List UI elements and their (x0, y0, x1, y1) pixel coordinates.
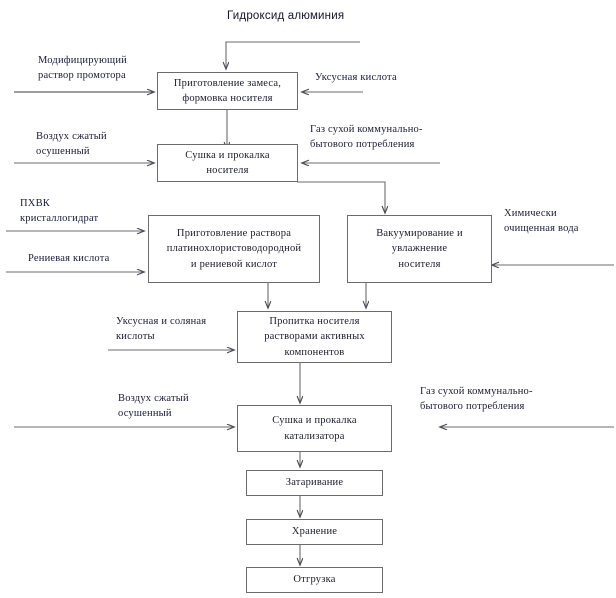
io-label-air-2: Воздух сжатый осушенный (118, 392, 189, 422)
node-ship[interactable]: Отгрузка (246, 567, 383, 593)
io-label-acetic-acid-line-0: Уксусная кислота (315, 72, 397, 83)
node-vacuum-line-0: Вакуумирование и (376, 228, 463, 240)
io-label-rhenic-acid: Рениевая кислота (28, 252, 110, 267)
node-dry2-line-0: Сушка и прокалка (272, 415, 357, 427)
node-mix-line-0: Приготовление замеса, (173, 77, 282, 89)
io-label-purified-water-line-1: очищенная вода (504, 222, 579, 234)
node-store-line-0: Хранение (291, 526, 338, 538)
node-dry1-line-1: носителя (206, 165, 249, 176)
io-label-phvk-line-0: ПХВК (20, 198, 50, 209)
node-impregnate-line-0: Пропитка носителя (269, 316, 360, 328)
io-label-gas-1: Газ сухой коммунально- бытового потребле… (310, 123, 423, 153)
io-label-gas-2-line-1: бытового потребления (420, 400, 525, 412)
node-mix-line-1: формовка носителя (182, 93, 273, 104)
node-mix[interactable]: Приготовление замеса, формовка носителя (157, 72, 298, 110)
io-label-acetic-acid: Уксусная кислота (315, 71, 397, 86)
node-impregnate[interactable]: Пропитка носителя растворами активных ко… (237, 311, 392, 363)
node-vacuum[interactable]: Вакуумирование и увлажнение носителя (347, 215, 492, 283)
node-pack[interactable]: Затаривание (246, 470, 383, 496)
node-solution-line-1: платинохлористоводородной (166, 243, 302, 255)
io-label-modifier: Модифицирующий раствор промотора (38, 54, 127, 84)
node-solution[interactable]: Приготовление раствора платинохлористово… (148, 215, 320, 283)
io-label-modifier-line-0: Модифицирующий (38, 55, 127, 66)
io-label-acids: Уксусная и соляная кислоты (116, 315, 206, 345)
io-label-modifier-line-1: раствор промотора (38, 69, 126, 81)
node-solution-line-2: и рениевой кислот (190, 258, 278, 270)
node-impregnate-line-2: компонентов (284, 346, 345, 358)
io-label-phvk: ПХВК кристаллогидрат (20, 197, 98, 227)
edge-dry1-to-vacuum (297, 181, 385, 213)
io-label-air-1: Воздух сжатый осушенный (36, 130, 107, 160)
node-vacuum-line-2: носителя (398, 258, 441, 270)
node-solution-line-0: Приготовление раствора (176, 228, 292, 240)
node-vacuum-line-1: увлажнение (391, 243, 448, 255)
io-label-acids-line-1: кислоты (116, 330, 155, 342)
io-label-gas-2-line-0: Газ сухой коммунально- (420, 386, 533, 397)
io-label-air-2-line-1: осушенный (118, 407, 172, 419)
io-label-air-2-line-0: Воздух сжатый (118, 393, 189, 404)
io-label-air-1-line-0: Воздух сжатый (36, 131, 107, 142)
io-label-gas-2: Газ сухой коммунально- бытового потребле… (420, 385, 533, 415)
io-label-phvk-line-1: кристаллогидрат (20, 212, 99, 224)
io-label-air-1-line-1: осушенный (36, 145, 90, 157)
node-dry1[interactable]: Сушка и прокалка носителя (157, 144, 298, 182)
io-label-gas-1-line-1: бытового потребления (310, 138, 415, 150)
node-dry2-line-1: катализатора (284, 430, 345, 442)
diagram-title: Гидроксид алюминия (227, 10, 345, 22)
io-label-acids-line-0: Уксусная и соляная (116, 316, 207, 327)
edge-hydroxide-to-mix (226, 41, 360, 69)
node-ship-line-0: Отгрузка (293, 574, 336, 586)
io-label-purified-water-line-0: Химически (504, 208, 557, 219)
node-pack-line-0: Затаривание (285, 477, 344, 489)
io-label-purified-water: Химически очищенная вода (504, 207, 579, 237)
node-impregnate-line-1: растворами активных (264, 331, 365, 343)
node-dry1-line-0: Сушка и прокалка (185, 149, 270, 161)
io-label-rhenic-acid-line-0: Рениевая кислота (28, 253, 110, 264)
io-label-gas-1-line-0: Газ сухой коммунально- (310, 124, 423, 135)
node-dry2[interactable]: Сушка и прокалка катализатора (237, 405, 392, 452)
node-store[interactable]: Хранение (246, 519, 383, 545)
